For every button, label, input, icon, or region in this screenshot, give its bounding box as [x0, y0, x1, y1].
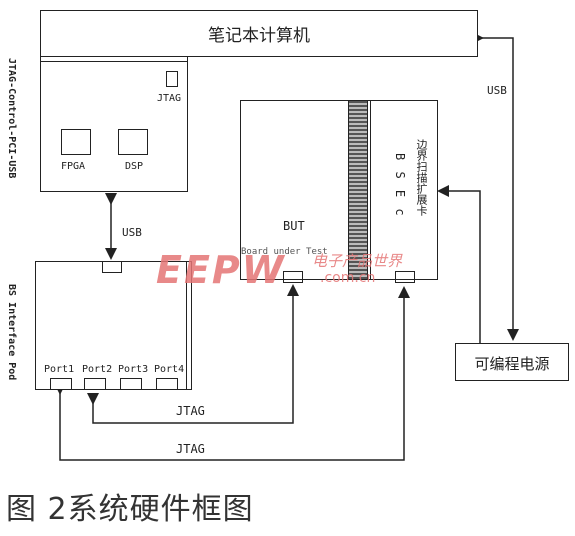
power-supply-label: 可编程电源	[474, 355, 550, 373]
port3-connector	[120, 378, 142, 390]
board-box: BUT Board under Test B S E c 边界扫描扩展卡	[240, 100, 438, 283]
usb-label-right: USB	[487, 84, 507, 97]
laptop-label: 笔记本计算机	[208, 26, 310, 46]
board-inner-line	[370, 101, 371, 279]
usb-label-left: USB	[122, 226, 142, 239]
fpga-box	[61, 129, 91, 155]
pod-inner-line	[186, 262, 187, 389]
power-supply-box: 可编程电源	[455, 343, 569, 381]
usb-link-right	[472, 32, 519, 341]
bsec-jtag-connector	[395, 271, 415, 283]
bs-interface-pod-box: Port1 Port2 Port3 Port4	[35, 261, 192, 390]
dsp-box	[118, 129, 148, 155]
boundary-scan-card-label: 边界扫描扩展卡	[415, 139, 428, 216]
port2-label: Port2	[82, 364, 113, 375]
but-label: BUT	[283, 219, 305, 233]
port4-connector	[156, 378, 178, 390]
jtag-label-upper: JTAG	[176, 404, 205, 418]
dsp-label: DSP	[125, 161, 144, 172]
bs-pod-side-label: BS Interface Pod	[6, 284, 17, 381]
figure-caption: 图 2系统硬件框图	[6, 492, 254, 527]
port1-label: Port1	[44, 364, 75, 375]
port1-connector	[50, 378, 72, 390]
port2-connector	[84, 378, 106, 390]
port4-label: Port4	[154, 364, 185, 375]
but-jtag-connector	[283, 271, 303, 283]
power-to-card-link	[437, 185, 481, 343]
jtag-control-box: JTAG FPGA DSP	[40, 56, 188, 192]
jtag-control-side-label: JTAG-Control-PCI-USB	[6, 58, 17, 179]
board-under-test-label: Board under Test	[241, 247, 328, 257]
jtag-control-inner-line	[41, 61, 187, 62]
port3-label: Port3	[118, 364, 149, 375]
jtag-label-lower: JTAG	[176, 442, 205, 456]
pod-usb-port	[102, 261, 122, 273]
jtag-port-box	[166, 71, 178, 87]
laptop-box: 笔记本计算机	[40, 10, 478, 57]
fpga-label: FPGA	[61, 161, 86, 172]
jtag-port-label: JTAG	[157, 93, 182, 104]
jtag-link-lower	[54, 286, 410, 461]
board-hatched-divider	[348, 101, 368, 279]
bsec-label: B S E c	[393, 153, 407, 218]
